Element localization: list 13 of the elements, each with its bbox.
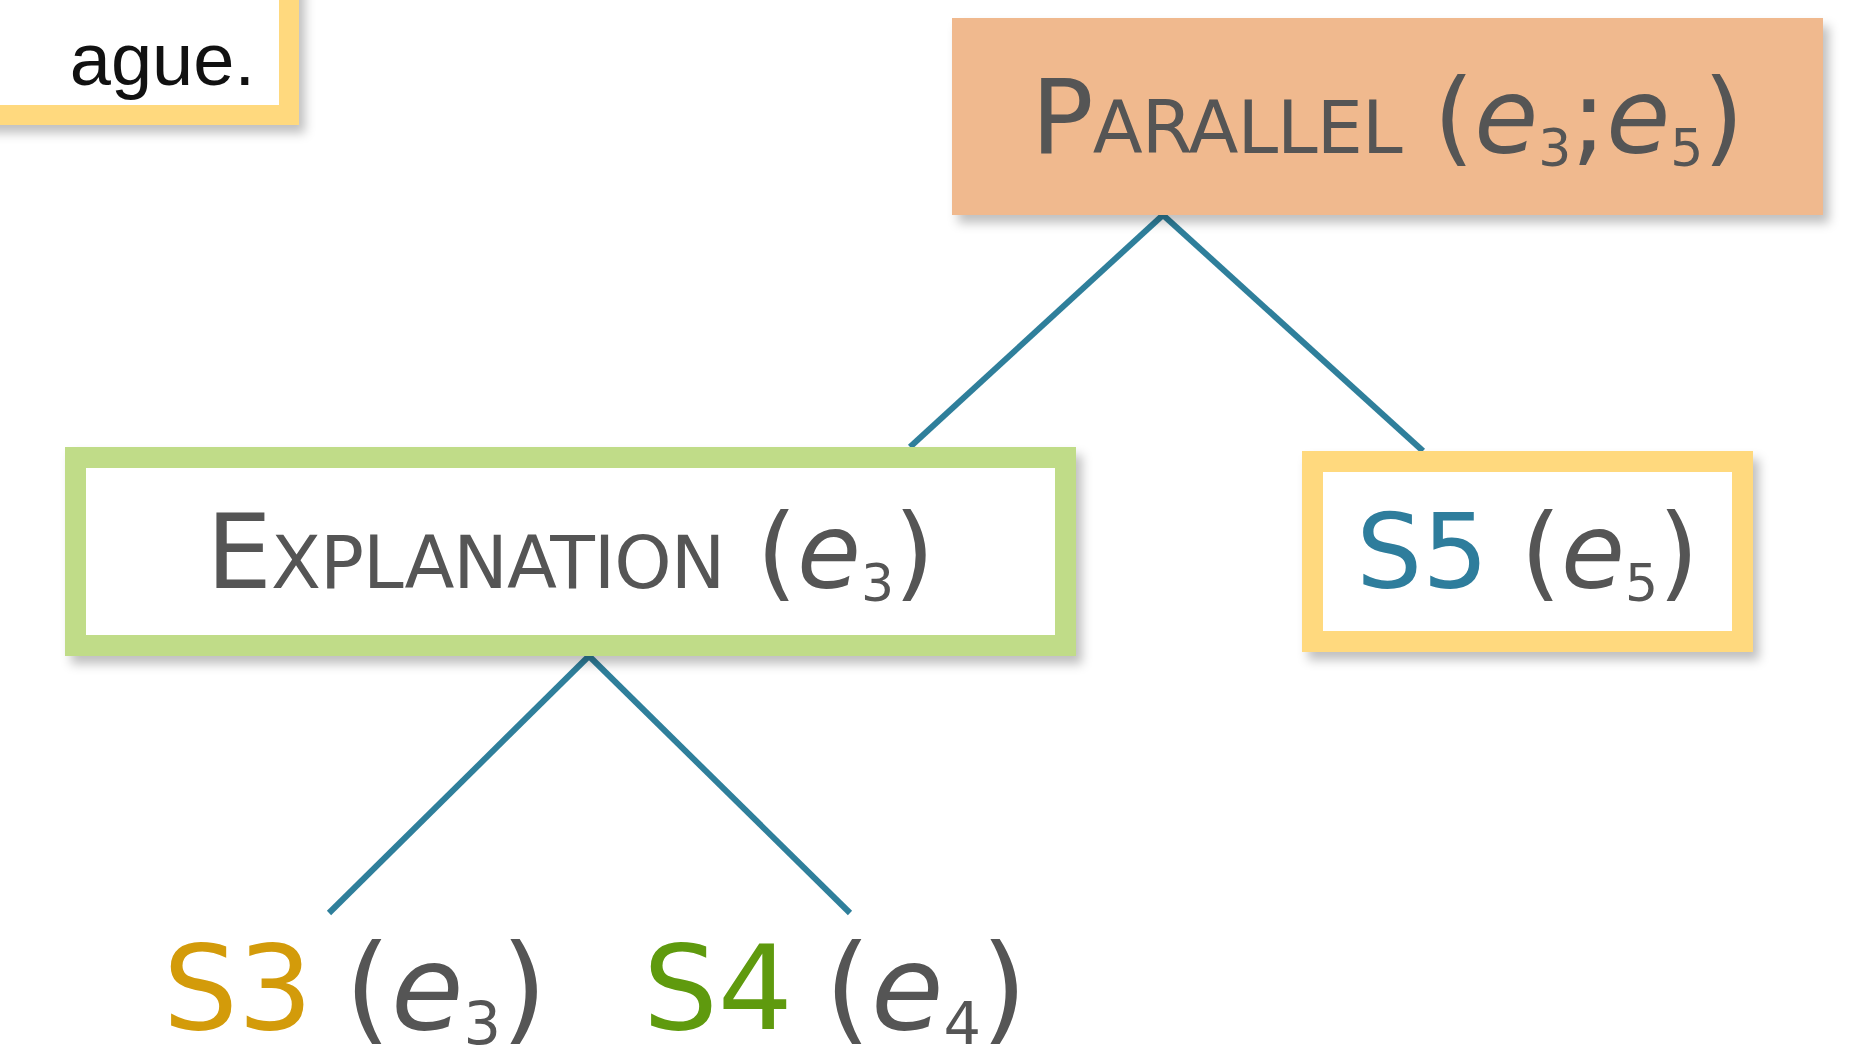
event-index: (e$_{3}$;e$_{5}$) [1433,64,1744,169]
node-label: S4 [642,929,793,1047]
node-label: S3 [162,929,313,1047]
relation-box [65,447,1076,656]
event-index: (e$_{4}$) [824,929,1028,1047]
node-label: Explanation [206,499,725,604]
segment-box [1302,451,1753,652]
relation-box [952,18,1823,215]
event-index: (e$_{3}$) [344,929,548,1047]
event-index: (e$_{3}$) [756,499,935,604]
node-label: S5 [1356,499,1489,604]
event-index: (e$_{5}$) [1520,499,1699,604]
node-label: Parallel [1031,64,1402,169]
